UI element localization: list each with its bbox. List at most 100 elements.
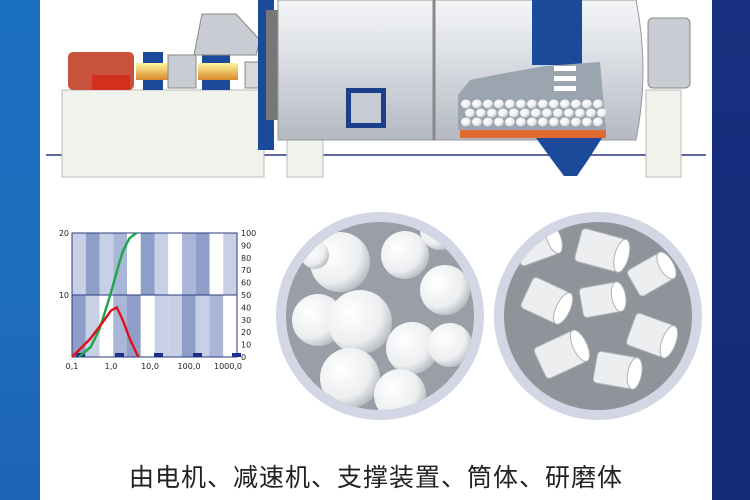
feed-hopper <box>193 13 261 56</box>
grinding-cylinder <box>626 312 679 359</box>
right-border <box>712 0 750 500</box>
chart-band <box>140 233 155 295</box>
mill-ball <box>553 108 563 118</box>
mill-ball <box>487 108 497 118</box>
x-tick-mark <box>154 353 163 357</box>
y-right-tick-label: 60 <box>241 279 251 288</box>
grinding-cylinder <box>627 251 677 297</box>
mill-ball <box>527 117 537 127</box>
mill-ball <box>461 117 471 127</box>
chart-band <box>209 233 224 295</box>
discharge-grate <box>532 0 582 65</box>
grinding-cylinder <box>592 350 643 390</box>
mill-ball <box>472 99 482 109</box>
chart-band <box>168 233 182 295</box>
mill-ball <box>505 117 515 127</box>
mill-ball <box>549 99 559 109</box>
x-tick-mark <box>193 353 202 357</box>
x-tick-mark <box>115 353 124 357</box>
chart-band <box>154 295 169 357</box>
y-right-tick-label: 20 <box>241 328 251 337</box>
mill-ball <box>560 99 570 109</box>
y-right-tick-label: 30 <box>241 316 251 325</box>
x-tick-label: 100,0 <box>178 362 201 371</box>
y-right-tick-label: 50 <box>241 291 251 300</box>
y-right-tick-label: 90 <box>241 241 251 250</box>
mill-ball <box>538 117 548 127</box>
mill-ball <box>593 117 603 127</box>
mill-ball <box>516 99 526 109</box>
y-left-tick-label: 20 <box>59 229 69 238</box>
mill-ball <box>498 108 508 118</box>
chart-band <box>168 295 182 357</box>
y-right-tick-label: 80 <box>241 254 251 263</box>
x-tick-mark <box>232 353 241 357</box>
chart-band <box>140 295 155 357</box>
mill-ball <box>494 99 504 109</box>
mill-ball <box>483 99 493 109</box>
chart-band <box>85 295 100 357</box>
mill-ball <box>494 117 504 127</box>
trunnion-bearing <box>647 17 691 89</box>
chart-band <box>209 295 224 357</box>
girth-gear <box>266 10 278 120</box>
mill-ball <box>564 108 574 118</box>
mill-ball <box>586 108 596 118</box>
mill-ball <box>571 117 581 127</box>
end-foundation <box>645 89 682 178</box>
mill-ball <box>483 117 493 127</box>
chart-band <box>127 233 141 295</box>
mill-ball <box>520 108 530 118</box>
chart-band <box>99 233 114 295</box>
mill-ball <box>549 117 559 127</box>
chart-band <box>223 295 237 357</box>
chart-band <box>195 295 210 357</box>
cylpebs-media-image <box>494 212 702 420</box>
grinding-cylinder <box>533 329 591 379</box>
chart-band <box>182 295 196 357</box>
x-tick-label: 1000,0 <box>214 362 242 371</box>
ball-media-image <box>276 212 484 420</box>
y-right-tick-label: 40 <box>241 303 251 312</box>
coupling <box>136 63 170 80</box>
series-cumulative-line <box>78 232 138 358</box>
y-right-tick-label: 0 <box>241 353 246 362</box>
mill-ball <box>593 99 603 109</box>
grinding-ball <box>420 265 470 315</box>
caption-text: 由电机、减速机、支撑装置、筒体、研磨体 <box>128 463 623 492</box>
mill-ball <box>505 99 515 109</box>
x-tick-label: 1,0 <box>105 362 118 371</box>
grinding-ball <box>320 348 380 408</box>
mill-ball <box>509 108 519 118</box>
mill-ball <box>571 99 581 109</box>
series-distribution-line <box>71 305 140 358</box>
mill-ball <box>582 99 592 109</box>
chart-band <box>72 295 86 357</box>
grinding-balls <box>461 99 607 127</box>
mill-ball <box>461 99 471 109</box>
grinding-cylinder <box>578 281 627 318</box>
chart-band <box>85 233 100 295</box>
grinding-cylinder <box>574 228 631 273</box>
mill-ball <box>516 117 526 127</box>
chart-band <box>223 233 237 295</box>
mill-ball <box>597 108 607 118</box>
mill-ball <box>575 108 585 118</box>
discharge-cone <box>536 138 602 176</box>
grinding-ball <box>328 290 392 354</box>
grinding-ball <box>386 322 438 374</box>
x-tick-label: 10,0 <box>141 362 159 371</box>
chart-band <box>182 233 196 295</box>
left-border <box>0 0 40 500</box>
mill-ball <box>538 99 548 109</box>
chart-band <box>72 233 86 295</box>
chart-band <box>113 295 127 357</box>
ball-mill-diagram <box>46 0 706 178</box>
mill-ball <box>527 99 537 109</box>
grinding-cylinder <box>520 276 574 325</box>
reducer <box>167 54 197 89</box>
mill-ball <box>531 108 541 118</box>
mill-ball <box>582 117 592 127</box>
